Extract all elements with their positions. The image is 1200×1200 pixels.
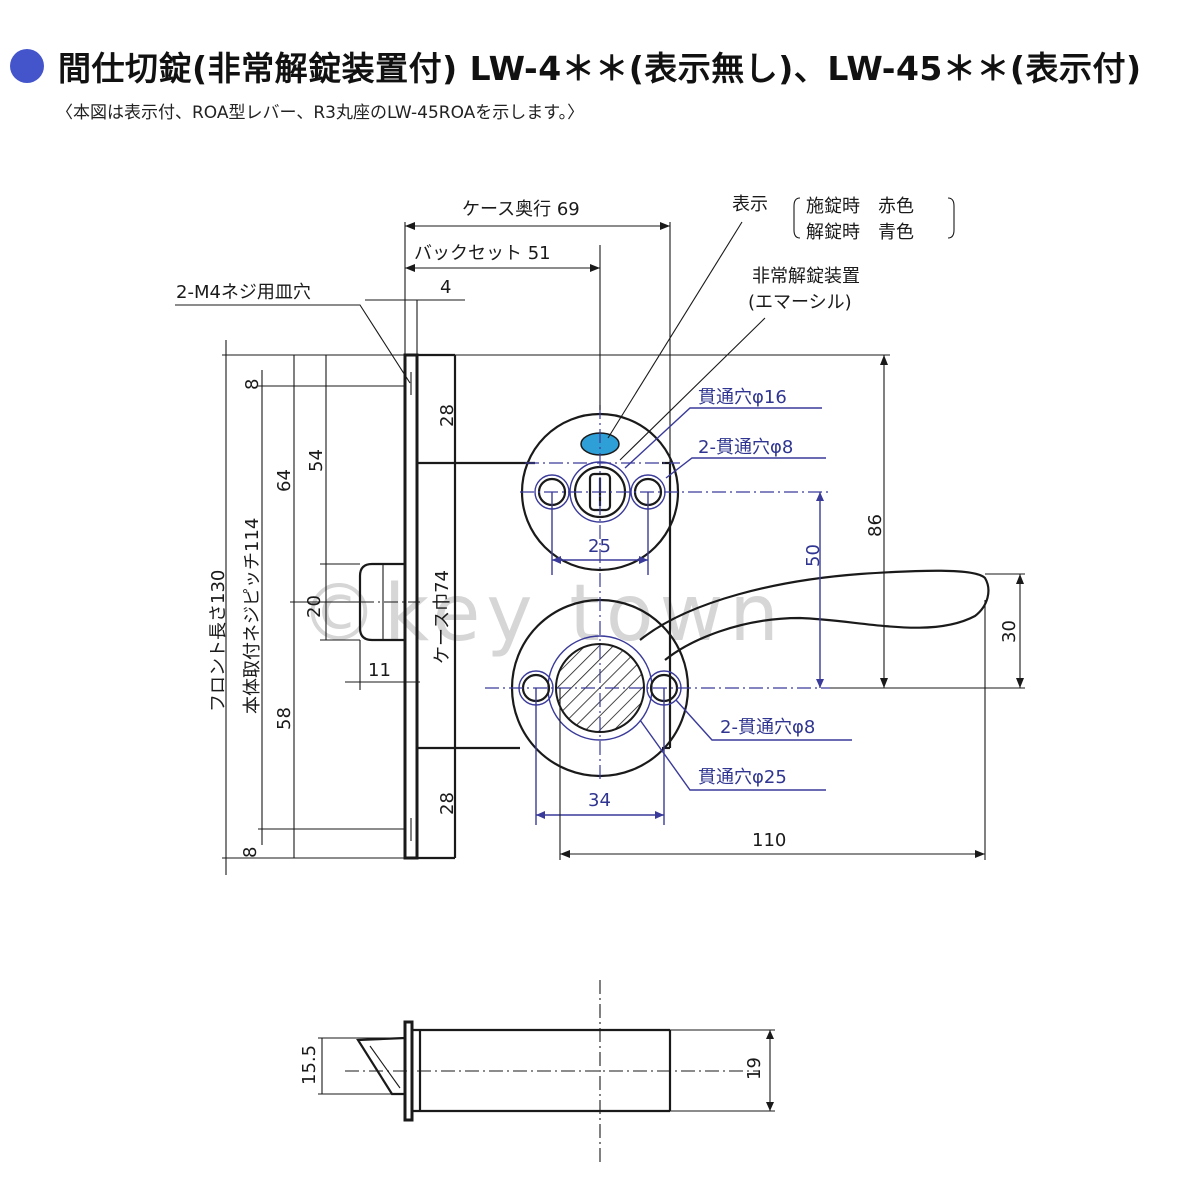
dim-34: 34 — [588, 790, 611, 811]
dim-15-5: 15.5 — [299, 1045, 320, 1085]
backset-label: バックセット 51 — [414, 243, 551, 264]
unlocked-color-label: 解錠時 青色 — [806, 222, 914, 243]
dim-25: 25 — [588, 536, 611, 557]
dim-110: 110 — [752, 830, 786, 851]
header: 間仕切錠(非常解錠装置付) LW-4＊＊(表示無し)、LW-45＊＊(表示付) … — [0, 0, 1200, 130]
dim-30: 30 — [999, 620, 1020, 643]
dim-64: 64 — [274, 469, 295, 492]
lever-handle — [639, 569, 990, 661]
emergency-release-name: (エマーシル) — [748, 292, 852, 313]
dim-19: 19 — [744, 1057, 765, 1080]
through-holes-8-upper-label: 2-貫通穴φ8 — [698, 437, 793, 458]
page-title: 間仕切錠(非常解錠装置付) LW-4＊＊(表示無し)、LW-45＊＊(表示付) — [58, 49, 1142, 88]
dim-30-lines — [890, 573, 1025, 689]
dim-8-bottom: 8 — [240, 847, 261, 858]
case-depth-label: ケース奥行 69 — [462, 199, 580, 220]
hole-leaders-lower — [639, 699, 852, 791]
dim-50: 50 — [803, 544, 824, 567]
screw-hole-leader — [175, 304, 411, 384]
indicator-leaders — [607, 197, 955, 461]
side-view — [318, 980, 775, 1165]
dim-11: 11 — [368, 660, 391, 681]
through-holes-8-lower-label: 2-貫通穴φ8 — [720, 717, 815, 738]
case-width-label: ケース巾74 — [432, 570, 453, 664]
page-subtitle: 〈本図は表示付、ROA型レバー、R3丸座のLW-45ROAを示します。〉 — [56, 103, 585, 123]
through-hole-16-label: 貫通穴φ16 — [698, 387, 787, 408]
dim-28-bottom: 28 — [437, 792, 458, 815]
dim-110-lines — [559, 600, 986, 860]
dim-86: 86 — [865, 514, 886, 537]
locked-color-label: 施錠時 赤色 — [806, 196, 914, 217]
dim-58: 58 — [274, 707, 295, 730]
center-lines — [336, 405, 830, 780]
dim-54: 54 — [306, 449, 327, 472]
dim-8-top: 8 — [242, 379, 263, 390]
dim-34-lines — [535, 688, 665, 825]
screw-hole-label: 2-M4ネジ用皿穴 — [176, 282, 311, 303]
indicator-label: 表示 — [732, 194, 768, 215]
screw-pitch-label: 本体取付ネジピッチ114 — [242, 518, 263, 714]
dim-28-top: 28 — [437, 404, 458, 427]
left-dimensions — [222, 340, 460, 875]
dim-20: 20 — [304, 595, 325, 618]
title-bullet-icon — [10, 49, 44, 83]
hole-leaders-upper — [624, 407, 826, 479]
dim-86-lines — [455, 354, 890, 689]
emergency-release-label: 非常解錠装置 — [752, 266, 860, 287]
dim-4: 4 — [440, 277, 451, 298]
dim-50-lines — [816, 492, 824, 688]
dim-25-lines — [551, 492, 649, 575]
watermark: ©key town — [300, 569, 785, 659]
top-dimensions — [365, 222, 671, 463]
front-length-label: フロント長さ130 — [208, 570, 229, 712]
through-hole-25-label: 貫通穴φ25 — [698, 767, 787, 788]
